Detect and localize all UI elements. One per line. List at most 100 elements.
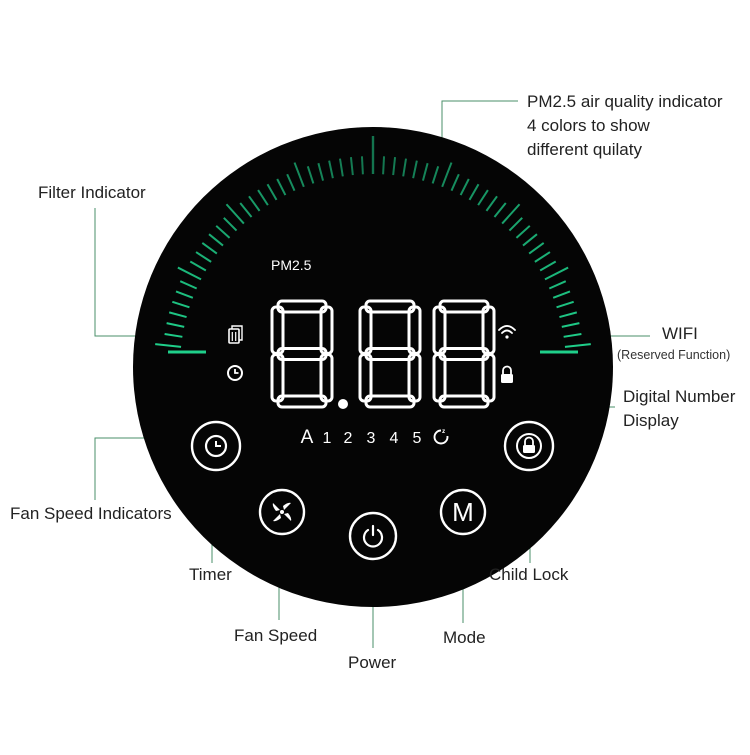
gauge-tick — [508, 217, 523, 232]
gauge-tick — [175, 290, 194, 299]
callout-power: Power — [348, 653, 397, 672]
gauge-tick — [266, 183, 278, 201]
speed-indicator-a: A — [301, 427, 314, 448]
display-segment — [319, 353, 334, 403]
callout-fan-speed: Fan Speed — [234, 626, 318, 645]
gauge-tick — [515, 225, 531, 239]
gauge-tick — [208, 233, 224, 247]
speed-indicator-1: 1 — [323, 430, 332, 447]
gauge-tick — [556, 300, 574, 309]
lock-indicator-icon — [501, 365, 513, 383]
gauge-tick — [564, 343, 591, 348]
callout-mode: Mode — [443, 628, 486, 647]
callout-fan-speed-indicators: Fan Speed Indicators — [10, 504, 172, 523]
gauge-tick — [189, 260, 207, 272]
gauge-tick — [164, 333, 183, 338]
gauge-tick — [552, 290, 571, 299]
gauge-tick — [349, 157, 354, 176]
callout-timer: Timer — [189, 565, 232, 584]
gauge-tick — [317, 162, 325, 181]
callout-child-lock: Child Lock — [489, 565, 569, 584]
gauge-tick — [177, 266, 202, 281]
gauge-tick — [215, 225, 231, 239]
gauge-tick — [539, 260, 557, 272]
gauge-tick — [431, 166, 440, 184]
gauge-tick — [412, 160, 418, 179]
timer-indicator-icon — [227, 365, 243, 381]
mode-button-label: M — [452, 497, 474, 527]
callout-wifi-note: (Reserved Function) — [617, 348, 731, 362]
lock-icon — [524, 436, 534, 445]
gauge-tick — [179, 280, 198, 290]
gauge-tick — [195, 251, 212, 263]
gauge-tick — [544, 266, 569, 281]
speed-indicator-4: 4 — [390, 430, 399, 447]
gauge-tick — [360, 156, 364, 175]
gauge-tick — [155, 343, 182, 348]
gauge-tick — [293, 162, 305, 188]
digital-number-display — [270, 299, 496, 409]
fan-speed-button[interactable] — [258, 488, 306, 536]
gauge-tick — [548, 280, 567, 290]
gauge-tick — [276, 178, 287, 196]
callout-pm-line3: different quilaty — [527, 140, 642, 159]
gauge-tick — [239, 202, 253, 218]
gauge-tick — [248, 195, 261, 212]
gauge-tick — [485, 195, 498, 212]
speed-indicator-5: 5 — [413, 430, 422, 447]
gauge-tick — [225, 203, 245, 225]
gauge-tick — [501, 203, 521, 225]
display-segment — [270, 353, 285, 403]
callout-digital-display: Digital Number Display — [623, 385, 735, 433]
gauge-tick — [201, 242, 218, 255]
fan-icon — [272, 502, 292, 522]
gauge-tick — [534, 251, 551, 263]
gauge-tick — [563, 333, 582, 338]
child-lock-button[interactable] — [503, 420, 555, 472]
gauge-tick — [528, 242, 545, 255]
gauge-tick — [168, 311, 187, 319]
display-segment — [432, 353, 447, 403]
display-digit — [432, 299, 496, 409]
sleep-mode-icon: z — [433, 428, 450, 445]
panel-disc — [133, 127, 613, 607]
wifi-icon — [498, 325, 516, 339]
gauge-tick — [459, 178, 470, 196]
display-segment — [481, 353, 496, 403]
speed-indicator-3: 3 — [367, 430, 376, 447]
callout-display-line1: Digital Number — [623, 387, 736, 406]
callout-pm-line1: PM2.5 air quality indicator — [527, 92, 723, 111]
gauge-tick — [328, 160, 334, 179]
filter-icon — [228, 325, 243, 344]
gauge-tick — [421, 162, 429, 181]
gauge-tick — [441, 162, 453, 188]
callout-filter-indicator: Filter Indicator — [38, 183, 146, 202]
pm-label: PM2.5 — [271, 257, 312, 273]
pm-gauge-arc — [155, 136, 591, 348]
gauge-tick — [382, 156, 386, 175]
mode-button[interactable]: M — [439, 488, 487, 536]
display-digit — [358, 299, 422, 409]
callout-display-line2: Display — [623, 411, 679, 430]
gauge-tick — [402, 158, 407, 177]
callout-wifi: WIFI — [662, 324, 698, 343]
callout-pm-line2: 4 colors to show — [527, 116, 650, 135]
gauge-tick — [468, 183, 480, 201]
display-segment — [407, 353, 422, 403]
gauge-tick — [339, 158, 344, 177]
gauge-tick — [561, 322, 580, 328]
gauge-tick — [522, 233, 538, 247]
power-icon — [362, 524, 384, 548]
display-digit — [270, 299, 334, 409]
gauge-tick — [172, 300, 190, 309]
gauge-tick — [477, 189, 489, 206]
power-button[interactable] — [348, 511, 398, 561]
gauge-tick — [286, 173, 296, 192]
gauge-tick — [306, 166, 315, 184]
gauge-tick — [392, 157, 397, 176]
gauge-tick — [257, 189, 269, 206]
timer-button[interactable] — [190, 420, 242, 472]
